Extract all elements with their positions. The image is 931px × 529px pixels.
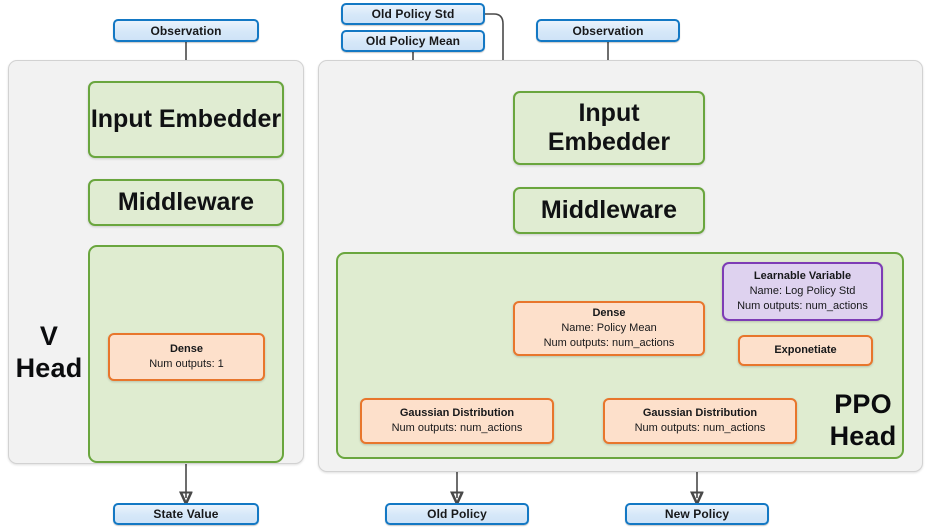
input-old-policy-std[interactable]: Old Policy Std — [341, 3, 485, 25]
v-input-embedder[interactable]: Input Embedder — [88, 81, 284, 158]
output-new-policy-label: New Policy — [664, 507, 730, 521]
input-observation-ppo-label: Observation — [572, 23, 644, 38]
output-state-value[interactable]: State Value — [113, 503, 259, 525]
ppo-input-embedder-label: Input Embedder — [547, 99, 671, 156]
ppo-gaussian-new-title: Gaussian Distribution — [642, 407, 758, 419]
v-input-embedder-label: Input Embedder — [90, 105, 282, 133]
ppo-middleware[interactable]: Middleware — [513, 187, 705, 234]
ppo-head-caption-line1: PPO — [834, 389, 892, 419]
output-new-policy[interactable]: New Policy — [625, 503, 769, 525]
ppo-dense-policy-mean[interactable]: Dense Name: Policy Mean Num outputs: num… — [513, 301, 705, 356]
v-head-caption: V Head — [14, 320, 84, 384]
v-dense-line2: Num outputs: 1 — [149, 358, 224, 370]
ppo-learnable-variable-line2: Name: Log Policy Std — [749, 285, 856, 297]
ppo-learnable-variable[interactable]: Learnable Variable Name: Log Policy Std … — [722, 262, 883, 321]
ppo-middleware-label: Middleware — [540, 196, 678, 224]
input-old-policy-mean-label: Old Policy Mean — [365, 34, 461, 48]
ppo-learnable-variable-title: Learnable Variable — [753, 270, 852, 282]
output-old-policy-label: Old Policy — [427, 507, 487, 521]
ppo-gaussian-new-line2: Num outputs: num_actions — [634, 422, 766, 434]
ppo-head-caption: PPO Head — [812, 388, 914, 452]
output-state-value-label: State Value — [153, 507, 219, 521]
ppo-dense-title: Dense — [592, 307, 626, 319]
input-old-policy-std-label: Old Policy Std — [371, 7, 455, 21]
input-observation-ppo[interactable]: Observation — [536, 19, 680, 42]
v-middleware[interactable]: Middleware — [88, 179, 284, 226]
ppo-head-caption-line2: Head — [829, 421, 897, 451]
v-middleware-label: Middleware — [117, 188, 255, 216]
ppo-dense-line3: Num outputs: num_actions — [543, 337, 675, 349]
v-head-caption-line1: V — [39, 321, 59, 351]
ppo-exponetiate[interactable]: Exponetiate — [738, 335, 873, 366]
v-head-caption-line2: Head — [15, 353, 83, 383]
ppo-gaussian-distribution-old[interactable]: Gaussian Distribution Num outputs: num_a… — [360, 398, 554, 444]
ppo-input-embedder[interactable]: Input Embedder — [513, 91, 705, 165]
v-dense[interactable]: Dense Num outputs: 1 — [108, 333, 265, 381]
ppo-learnable-variable-line3: Num outputs: num_actions — [737, 300, 868, 312]
ppo-gaussian-old-title: Gaussian Distribution — [399, 407, 515, 419]
input-old-policy-mean[interactable]: Old Policy Mean — [341, 30, 485, 52]
input-observation-v[interactable]: Observation — [113, 19, 259, 42]
ppo-gaussian-distribution-new[interactable]: Gaussian Distribution Num outputs: num_a… — [603, 398, 797, 444]
ppo-exponetiate-title: Exponetiate — [774, 344, 837, 356]
ppo-gaussian-old-line2: Num outputs: num_actions — [391, 422, 523, 434]
output-old-policy[interactable]: Old Policy — [385, 503, 529, 525]
ppo-dense-line2: Name: Policy Mean — [561, 322, 657, 334]
input-observation-v-label: Observation — [150, 23, 222, 38]
v-dense-title: Dense — [169, 343, 204, 355]
